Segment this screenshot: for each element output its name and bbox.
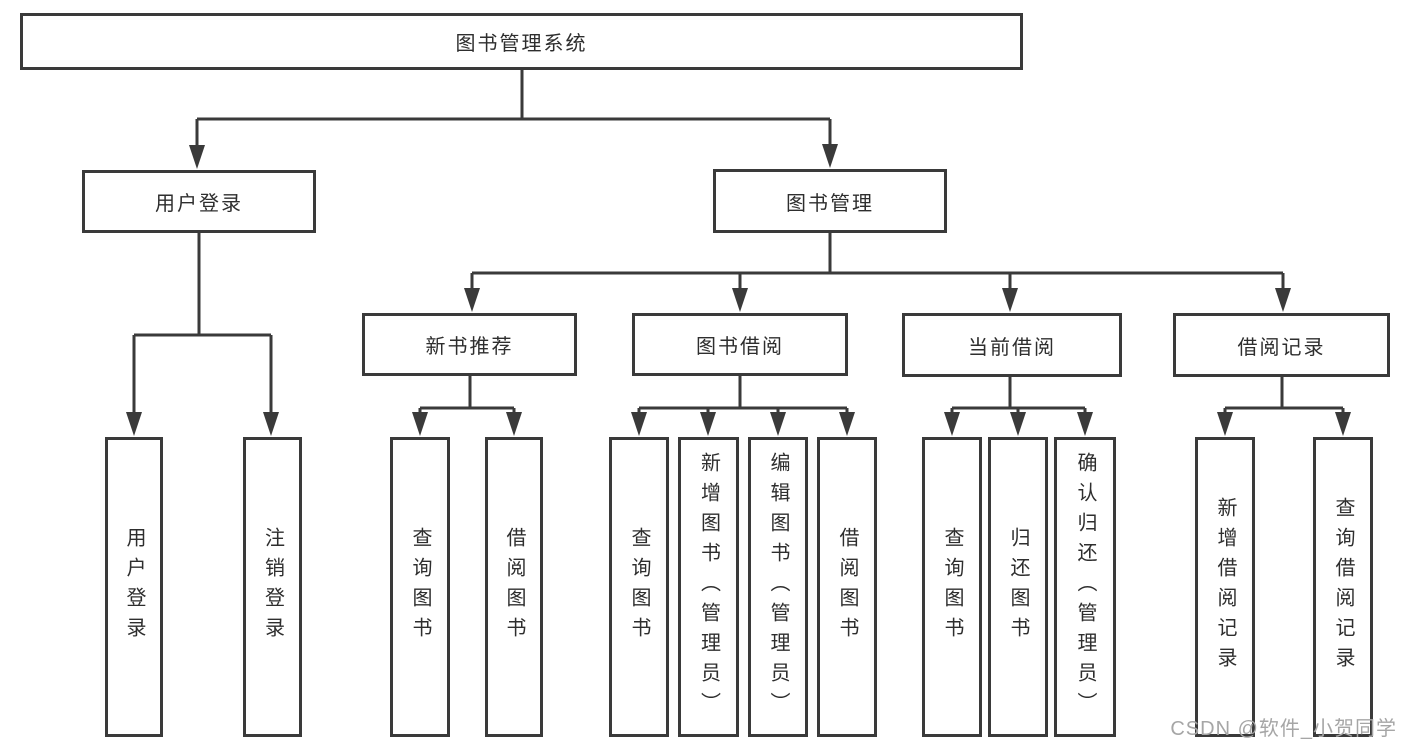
leaf-query-books-borrow-label: 查询图书 [628,527,650,647]
leaf-logout: 注销登录 [243,437,302,737]
node-book-borrow: 图书借阅 [632,313,848,376]
node-library-system: 图书管理系统 [20,13,1023,70]
leaf-borrow-books-borrow-label: 借阅图书 [836,527,858,647]
watermark: CSDN @软件_小贺同学 [1170,718,1397,740]
leaf-add-book-admin-label: 新增图书（管理员） [697,452,720,722]
leaf-add-book-admin: 新增图书（管理员） [678,437,739,737]
leaf-query-books-current: 查询图书 [922,437,982,737]
node-book-management: 图书管理 [713,169,947,233]
leaf-logout-label: 注销登录 [261,527,284,647]
leaf-borrow-books-borrow: 借阅图书 [817,437,877,737]
leaf-query-borrow-record: 查询借阅记录 [1313,437,1373,737]
node-current-borrow: 当前借阅 [902,313,1122,377]
leaf-add-borrow-record: 新增借阅记录 [1195,437,1255,737]
leaf-return-books: 归还图书 [988,437,1048,737]
node-borrow-records: 借阅记录 [1173,313,1390,377]
node-user-login: 用户登录 [82,170,316,233]
leaf-edit-book-admin: 编辑图书（管理员） [748,437,808,737]
leaf-return-books-label: 归还图书 [1007,527,1029,647]
leaf-user-login: 用户登录 [105,437,163,737]
leaf-user-login-label: 用户登录 [123,527,145,647]
leaf-query-books-borrow: 查询图书 [609,437,669,737]
leaf-query-books-recommend: 查询图书 [390,437,450,737]
leaf-borrow-books-recommend: 借阅图书 [485,437,543,737]
leaf-borrow-books-recommend-label: 借阅图书 [503,527,525,647]
node-new-book-recommend: 新书推荐 [362,313,577,376]
leaf-edit-book-admin-label: 编辑图书（管理员） [767,452,789,722]
leaf-confirm-return-admin: 确认归还（管理员） [1054,437,1116,737]
leaf-query-borrow-record-label: 查询借阅记录 [1332,497,1354,677]
leaf-add-borrow-record-label: 新增借阅记录 [1214,497,1236,677]
leaf-query-books-recommend-label: 查询图书 [409,527,431,647]
leaf-query-books-current-label: 查询图书 [941,527,963,647]
leaf-confirm-return-admin-label: 确认归还（管理员） [1074,452,1096,722]
